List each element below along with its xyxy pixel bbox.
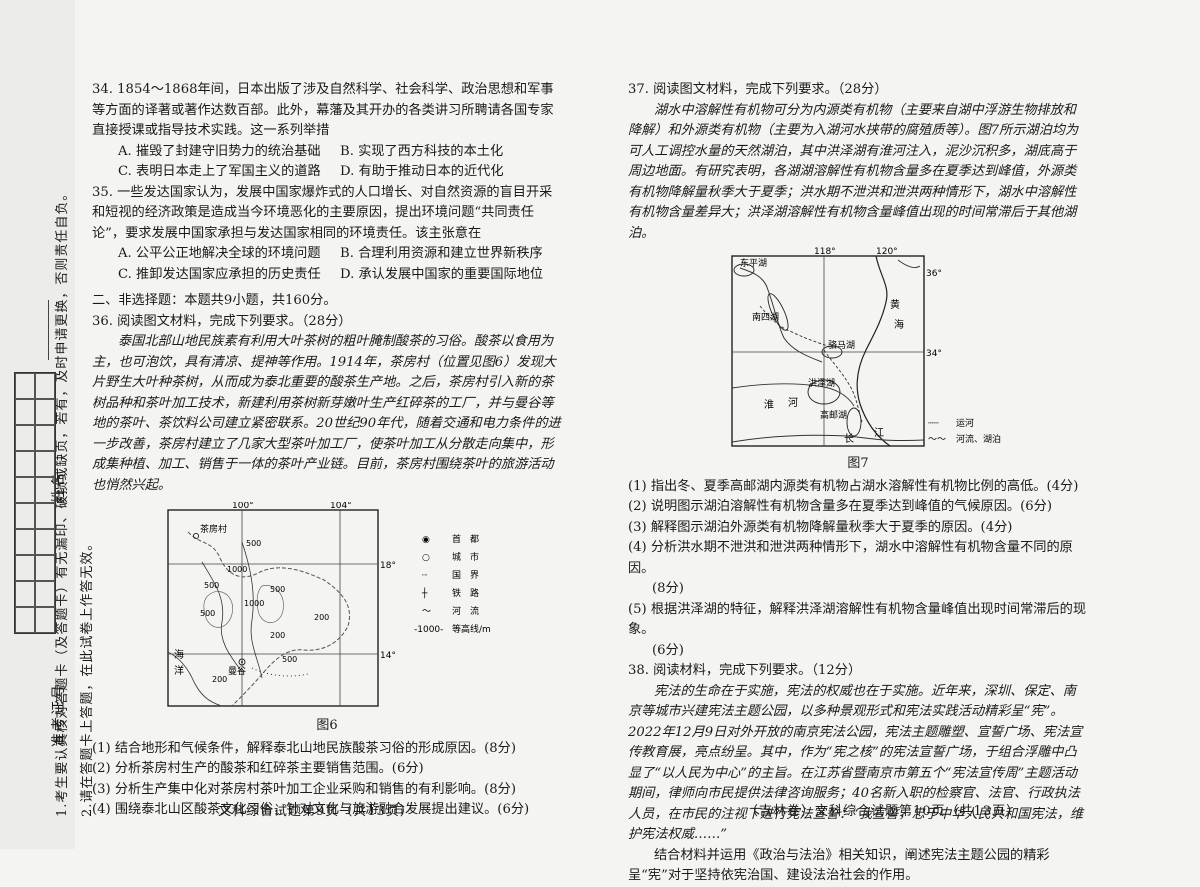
legend-label-2: 城 市: [452, 551, 479, 563]
map-legend: ◉ 首 都 ○ 城 市 ┈ 国 界 ┼ 铁 路 ～ 河 流 -1000- 等高线…: [414, 533, 491, 635]
lake-luoma: 骆马湖: [828, 339, 855, 351]
lon-104: 104°: [330, 502, 352, 511]
question-35-options: A. 公平公正地解决全球的环境问题 B. 合理利用资源和建立世界新秩序 C. 推…: [92, 244, 562, 285]
contour-6: 500: [200, 609, 215, 618]
legend-sym-5: ～: [422, 607, 431, 617]
question-38-prompt: 结合材料并运用《政治与法治》相关知识，阐述宪法主题公园的精彩呈“宪”对于坚持依宪…: [628, 847, 1050, 884]
option-b: B. 实现了西方科技的本土化: [340, 143, 504, 159]
contour-7: 200: [314, 613, 329, 622]
option-a: A. 公平公正地解决全球的环境问题: [118, 246, 321, 261]
contour-4: 500: [270, 585, 285, 594]
place-bangkok: 曼谷: [228, 666, 246, 677]
lat-34: 34°: [926, 349, 942, 359]
exam-number-label: 准考证号: [51, 683, 67, 747]
question-35: 35. 一些发达国家认为，发展中国家爆炸式的人口增长、对自然资源的盲目开采和短视…: [92, 184, 553, 241]
legend-sym-3: ┈: [422, 571, 428, 581]
q37-sub-4-score: (8分): [652, 581, 684, 596]
page-9-column: 34. 1854～1868年间，日本出版了涉及自然科学、社会科学、政治思想和军事…: [92, 80, 562, 821]
option-c: C. 推卸发达国家应承担的历史责任: [118, 266, 321, 282]
q36-sub-2: (2) 分析茶房村生产的酸茶和红碎茶主要销售范围。(6分): [92, 761, 424, 776]
figure-6-caption: 图6: [316, 718, 338, 733]
label-he: 河: [788, 397, 798, 409]
legend-label-4: 铁 路: [452, 587, 479, 599]
legend-label-3: 国 界: [452, 570, 479, 581]
map-figure-7: 118° 120° 36° 34° 东平湖 南四湖 骆马湖 洪泽湖 高邮湖 黄 …: [731, 247, 1001, 447]
question-34-options: A. 摧毁了封建守旧势力的统治基础 B. 实现了西方科技的本土化 C. 表明日本…: [92, 142, 562, 183]
contour-9: 200: [212, 675, 227, 684]
option-a: A. 摧毁了封建守旧势力的统治基础: [118, 143, 321, 159]
label-chang: 长: [844, 433, 854, 445]
legend-label-5: 河 流: [452, 605, 479, 617]
legend-sym-1: ◉: [422, 535, 430, 545]
q36-sub-4: (4) 围绕泰北山区酸茶文化习俗，针对文化与旅游融合发展提出建议。(6分): [92, 802, 530, 817]
contour-10: 500: [282, 655, 297, 664]
q37-sub-5-score: (6分): [652, 642, 684, 658]
q37-sub-5: (5) 根据洪泽湖的特征，解释洪泽湖溶解性有机物含量峰值出现时间常滞后的现象。: [628, 601, 1087, 638]
lake-nansi: 南四湖: [752, 311, 779, 323]
legend-sym-4: ┼: [421, 587, 428, 599]
exam-number-boxes: [14, 372, 56, 634]
ocean-label: 洋: [174, 664, 184, 677]
map7-legend: ┄┄ 运河 ～～ 河流、湖泊: [928, 417, 1001, 445]
sea-label: 海: [174, 648, 184, 661]
legend7-label-1: 运河: [956, 417, 974, 429]
lon-100: 100°: [232, 502, 254, 511]
question-36-material: 泰国北部山地民族素有利用大叶茶树的粗叶腌制酸茶的习俗。酸茶以食用为主，也可泡饮，…: [92, 334, 561, 493]
legend7-sym-2: ～～: [928, 435, 946, 445]
label-jiang: 江: [874, 427, 884, 439]
q37-sub-4: (4) 分析洪水期不泄洪和泄洪两种情形下，湖水中溶解性有机物含量不同的原因。: [628, 540, 1073, 576]
lake-gaoyou: 高邮湖: [820, 409, 847, 421]
lon-120: 120°: [876, 247, 898, 257]
q37-sub-2: (2) 说明图示湖泊溶解性有机物含量多在夏季达到峰值的气候原因。(6分): [628, 499, 1052, 514]
page-10-footer: （吉林卷）文科综合试题第10页（共13页）: [745, 804, 1021, 819]
question-37-title: 37. 阅读图文材料，完成下列要求。（28分）: [628, 82, 888, 97]
label-hai: 海: [894, 318, 904, 331]
contour-1: 500: [246, 539, 261, 548]
q37-sub-1: (1) 指出冬、夏季高邮湖内源类有机物占湖水溶解性有机物比例的高低。(4分): [628, 478, 1079, 494]
legend-label-6: 等高线/m: [452, 623, 491, 635]
legend-sym-2: ○: [422, 553, 430, 563]
legend-label-1: 首 都: [452, 533, 479, 545]
contour-3: 500: [204, 581, 219, 590]
lake-dongping: 东平湖: [740, 257, 767, 269]
page-10-column: 37. 阅读图文材料，完成下列要求。（28分） 湖水中溶解性有机物可分为内源类有…: [628, 80, 1088, 887]
contour-2: 1000: [227, 565, 247, 574]
legend7-sym-1: ┄┄: [928, 419, 939, 429]
question-38-material: 宪法的生命在于实施，宪法的权威也在于实施。近年来，深圳、保定、南京等城市兴建宪法…: [628, 683, 1084, 843]
contour-8: 200: [270, 631, 285, 640]
question-36-title: 36. 阅读图文材料，完成下列要求。（28分）: [92, 313, 352, 329]
name-line: [48, 300, 49, 360]
q36-sub-1: (1) 结合地形和气候条件，解释泰北山地民族酸茶习俗的形成原因。(8分): [92, 740, 516, 756]
figure-7-caption: 图7: [847, 456, 869, 471]
label-huai: 淮: [764, 399, 774, 411]
lon-118: 118°: [814, 247, 836, 257]
legend-sym-6: -1000-: [414, 625, 443, 635]
question-38-title: 38. 阅读材料，完成下列要求。（12分）: [628, 663, 862, 678]
label-huang: 黄: [890, 298, 900, 311]
place-chafang: 茶房村: [200, 523, 227, 535]
contour-5: 1000: [244, 599, 264, 608]
q36-sub-3: (3) 分析生产集中化对茶房村茶叶加工企业采购和销售的有利影响。(8分): [92, 781, 516, 797]
lat-14: 14°: [380, 651, 396, 661]
lake-hongze: 洪泽湖: [808, 377, 835, 389]
option-b: B. 合理利用资源和建立世界新秩序: [340, 246, 543, 261]
lat-18: 18°: [380, 561, 396, 571]
legend7-label-2: 河流、湖泊: [956, 433, 1001, 445]
map-figure-6: 100° 104° 18° 14° 500 1000 500 500 1000 …: [167, 502, 491, 707]
page-9-footer: 文科综合试题第9页（共13页）: [218, 804, 414, 819]
lat-36: 36°: [926, 269, 942, 279]
option-c: C. 表明日本走上了军国主义的道路: [118, 164, 321, 179]
section-heading: 二、非选择题：本题共9小题，共160分。: [92, 293, 337, 308]
option-d: D. 有助于推动日本的近代化: [340, 164, 504, 179]
q37-sub-3: (3) 解释图示湖泊外源类有机物降解量秋季大于夏季的原因。(4分): [628, 519, 1013, 535]
question-37-material: 湖水中溶解性有机物可分为内源类有机物（主要来自湖中浮游生物排放和降解）和外源类有…: [628, 102, 1079, 241]
option-d: D. 承认发展中国家的重要国际地位: [340, 266, 544, 282]
question-34: 34. 1854～1868年间，日本出版了涉及自然科学、社会科学、政治思想和军事…: [92, 82, 554, 138]
